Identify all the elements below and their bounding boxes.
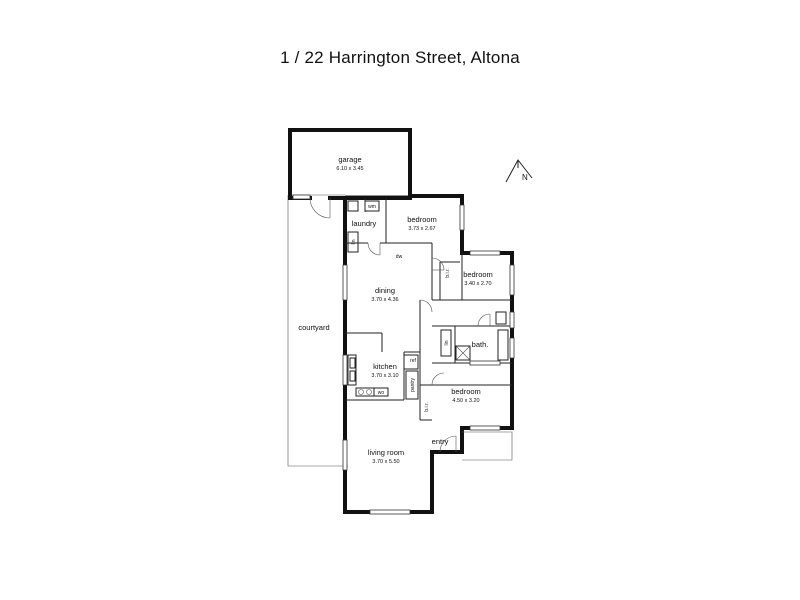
wo-label: wo [378, 390, 385, 396]
bir1-label: b.i.r. [445, 268, 451, 277]
dw-label: dw [396, 254, 403, 260]
bir2-label: b.i.r. [424, 402, 430, 411]
courtyard-label: courtyard [298, 323, 329, 332]
bedroom2-size: 3.40 x 2.70 [464, 281, 491, 287]
pantry-label: pantry [410, 378, 416, 392]
kitchen-label: kitchen [373, 362, 397, 371]
entry-label: entry [432, 437, 449, 446]
bedroom3-label: bedroom [451, 387, 481, 396]
bath-label: bath. [472, 340, 489, 349]
lin-label: lin [351, 239, 357, 244]
doors [309, 197, 491, 453]
living-label: living room [368, 448, 404, 457]
bedroom1-size: 3.73 x 2.67 [408, 226, 435, 232]
bedroom2-label: bedroom [463, 270, 493, 279]
kitchen-size: 3.70 x 3.10 [371, 373, 398, 379]
kitchen-fixtures [347, 354, 419, 400]
lin2-label: lin [444, 340, 450, 345]
north-arrow-icon: N [505, 159, 533, 183]
laundry-fixtures [347, 200, 380, 253]
living-size: 3.70 x 5.50 [372, 459, 399, 465]
ref-label: ref [410, 358, 416, 364]
dining-label: dining [375, 286, 395, 295]
plan-title: 1 / 22 Harrington Street, Altona [280, 48, 520, 67]
laundry-label: laundry [352, 219, 377, 228]
windows [342, 204, 515, 515]
wm-label: wm [368, 204, 376, 210]
bath-fixtures [440, 311, 509, 361]
garage-walls [288, 128, 412, 200]
entry-porch [462, 431, 513, 461]
garage-size: 6.10 x 3.45 [336, 166, 363, 172]
garage-label: garage [338, 155, 361, 164]
bedroom1-label: bedroom [407, 215, 437, 224]
dining-size: 3.70 x 4.36 [371, 297, 398, 303]
bedroom3-size: 4.50 x 3.20 [452, 398, 479, 404]
compass-label: N [522, 173, 528, 182]
